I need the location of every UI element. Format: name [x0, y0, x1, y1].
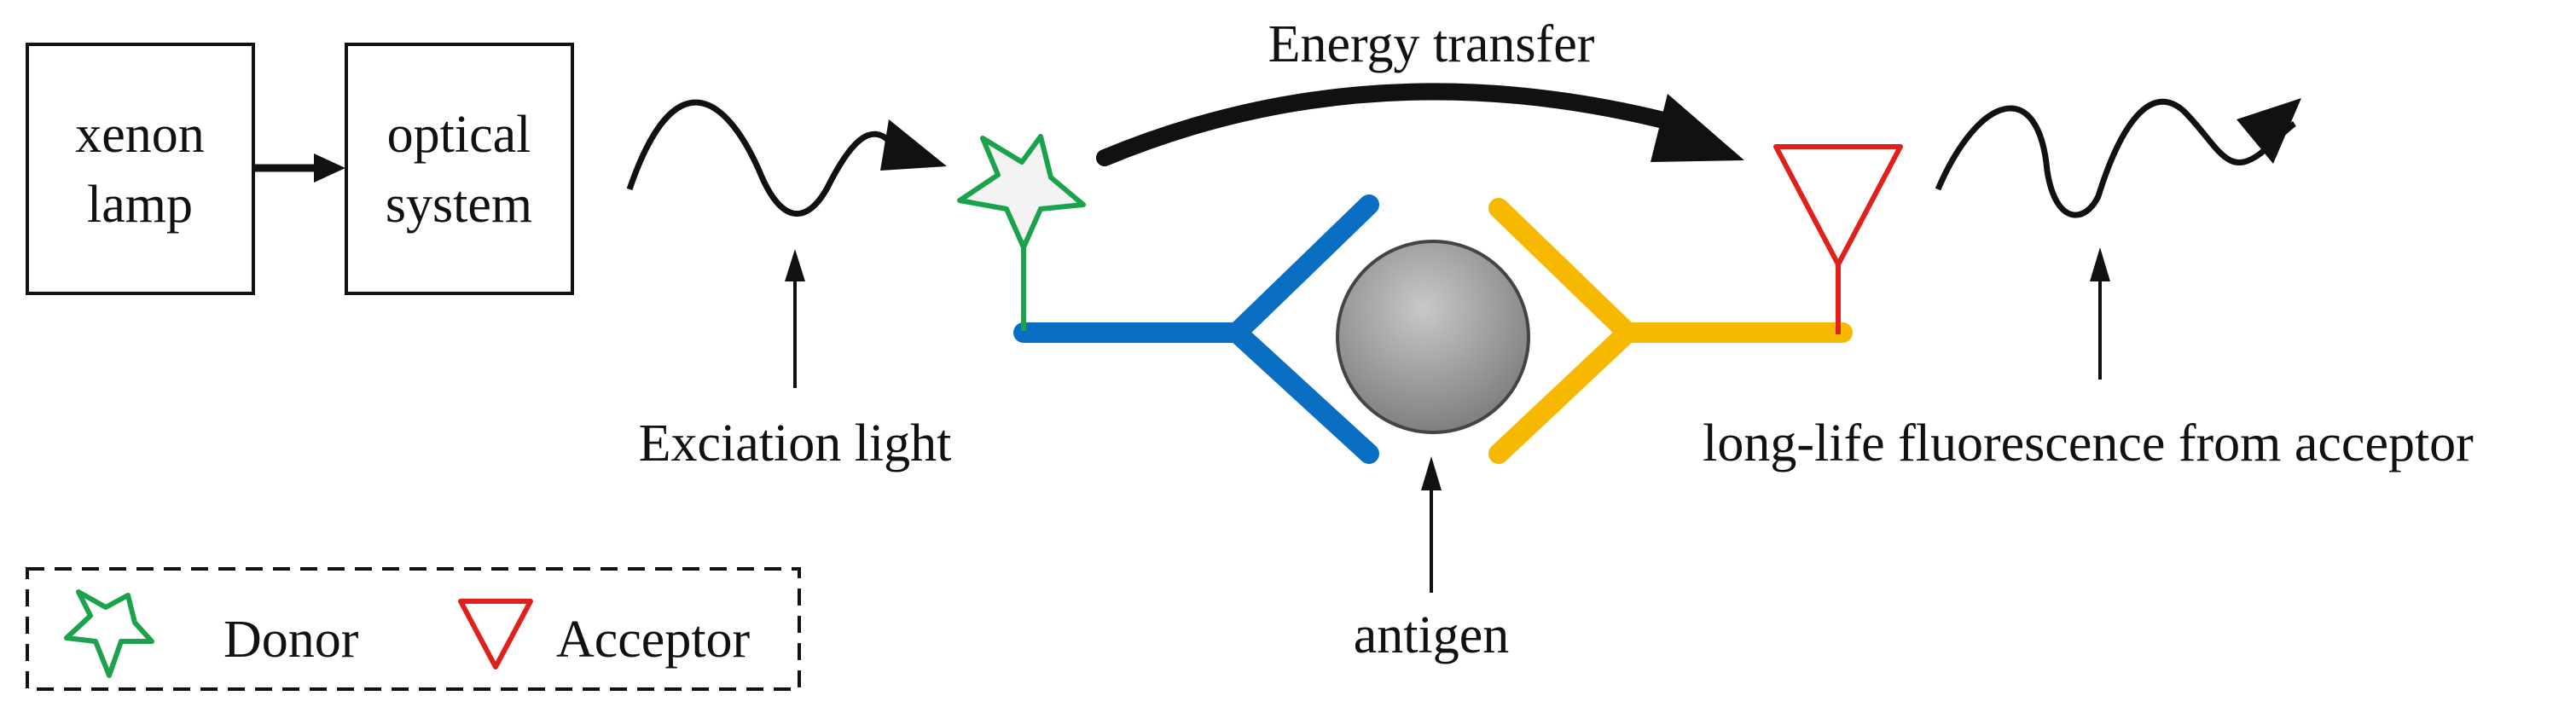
legend-donor-label: Donor	[223, 611, 359, 669]
xenon-lamp-label-line2: lamp	[87, 176, 193, 234]
legend: Donor Acceptor	[26, 567, 801, 691]
fluorescence-wave	[1935, 98, 2301, 218]
legend-acceptor-label: Acceptor	[556, 611, 751, 669]
excitation-pointer-arrow	[785, 249, 805, 388]
acceptor-antibody	[1488, 198, 1853, 464]
energy-transfer-label: Energy transfer	[1268, 15, 1595, 73]
lamp-to-optics-arrow	[253, 154, 345, 183]
fluorescence-pointer-arrow	[2090, 247, 2110, 380]
optical-system-label-line2: system	[386, 176, 532, 234]
antigen-label: antigen	[1354, 606, 1510, 664]
antigen-circle	[1336, 240, 1530, 434]
legend-donor-star-icon	[64, 589, 154, 678]
antigen-pointer-arrow	[1421, 456, 1442, 593]
long-life-fluorescence-label: long-life fluorescence from acceptor	[1703, 414, 2474, 472]
donor-star-icon	[957, 134, 1086, 250]
excitation-wave	[626, 99, 947, 217]
donor-antibody	[1013, 194, 1379, 464]
acceptor-triangle-icon	[1773, 144, 1903, 267]
excitation-light-label: Exciation light	[639, 414, 952, 472]
xenon-lamp-label-line1: xenon	[75, 106, 205, 164]
optical-system-box: optical system	[345, 43, 574, 295]
energy-transfer-arrow	[1096, 83, 1744, 166]
legend-acceptor-triangle-icon	[458, 599, 533, 670]
optical-system-label-line1: optical	[387, 106, 531, 164]
legend-box	[26, 567, 801, 691]
xenon-lamp-box: xenon lamp	[26, 43, 255, 295]
